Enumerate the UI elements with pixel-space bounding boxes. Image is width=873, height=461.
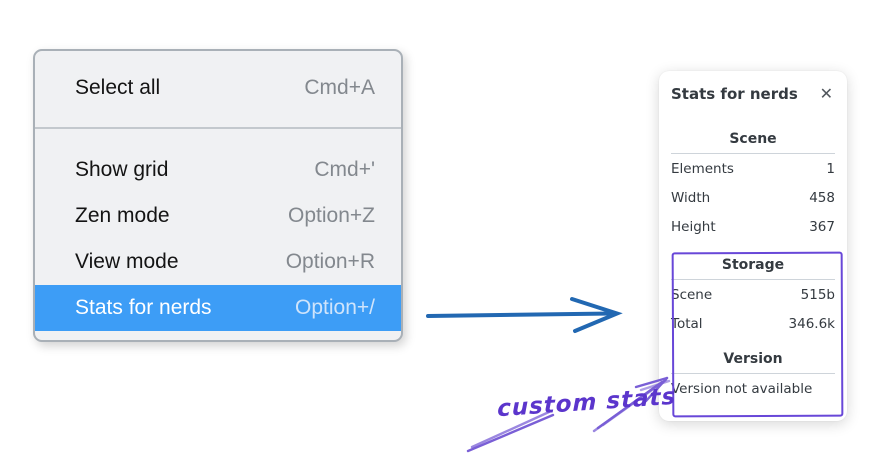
stat-label: Elements [671, 160, 734, 177]
section-heading-scene: Scene [729, 131, 777, 147]
menu-item-label: Stats for nerds [75, 296, 212, 319]
section-heading-storage: Storage [721, 257, 785, 273]
stat-row-height: Height 367 [671, 212, 835, 241]
menu-item-show-grid[interactable]: Show grid Cmd+' [35, 147, 401, 193]
stat-value: 458 [809, 189, 835, 206]
section-heading-version: Version [723, 351, 783, 367]
menu-item-shortcut: Option+/ [295, 296, 375, 319]
stat-label: Height [671, 218, 716, 235]
context-menu: Select all Cmd+A Show grid Cmd+' Zen mod… [33, 49, 403, 342]
stat-row-scene-storage: Scene 515b [671, 280, 835, 309]
stats-panel-title: Stats for nerds [671, 85, 798, 103]
divider [671, 373, 835, 374]
menu-item-shortcut: Option+Z [288, 204, 375, 227]
stat-value: 1 [826, 160, 835, 177]
stats-panel-header: Stats for nerds ✕ [671, 83, 835, 105]
stat-label: Width [671, 189, 711, 206]
menu-group-bottom: Show grid Cmd+' Zen mode Option+Z View m… [35, 129, 401, 340]
menu-item-label: View mode [75, 250, 179, 273]
menu-separator [35, 127, 401, 129]
menu-item-stats-for-nerds[interactable]: Stats for nerds Option+/ [35, 285, 401, 331]
stat-row-elements: Elements 1 [671, 154, 835, 183]
divider [671, 279, 835, 280]
version-note: Version not available [671, 380, 813, 397]
stat-row-total-storage: Total 346.6k [671, 309, 835, 338]
stat-row-width: Width 458 [671, 183, 835, 212]
menu-item-shortcut: Cmd+A [304, 76, 375, 99]
blue-arrow [426, 297, 623, 333]
close-icon[interactable]: ✕ [819, 84, 833, 103]
stat-label: Total [671, 315, 703, 332]
divider [671, 153, 835, 154]
menu-item-label: Select all [75, 76, 161, 99]
stat-value: 515b [800, 286, 835, 303]
menu-item-shortcut: Cmd+' [314, 158, 375, 181]
menu-item-label: Zen mode [75, 204, 170, 227]
menu-item-label: Show grid [75, 158, 169, 181]
menu-item-shortcut: Option+R [285, 250, 375, 273]
stats-panel: Stats for nerds ✕ Scene Elements 1 Width… [659, 71, 847, 421]
stat-value: 367 [809, 218, 835, 235]
menu-item-view-mode[interactable]: View mode Option+R [35, 239, 401, 285]
menu-item-zen-mode[interactable]: Zen mode Option+Z [35, 193, 401, 239]
menu-item-select-all[interactable]: Select all Cmd+A [35, 66, 401, 110]
stat-label: Scene [671, 286, 713, 303]
custom-stats-annotation: custom stats [497, 383, 677, 423]
stat-value: 346.6k [788, 315, 835, 332]
menu-group-top: Select all Cmd+A [35, 51, 401, 127]
